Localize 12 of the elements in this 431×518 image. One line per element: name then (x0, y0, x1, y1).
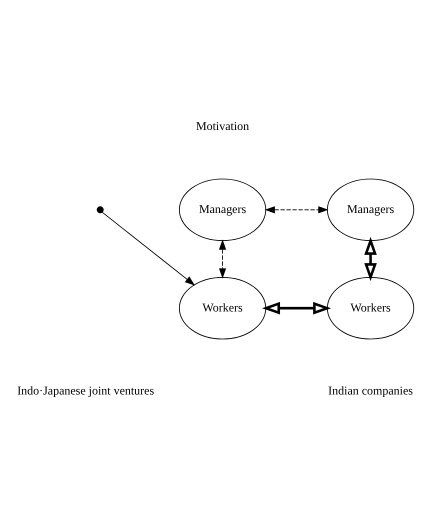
label: Motivation (196, 118, 250, 133)
arrow (218, 239, 226, 279)
arrow (264, 206, 329, 214)
node-ellipse: Workers (326, 276, 414, 340)
node-dot (96, 206, 104, 214)
node-ellipse: Managers (178, 178, 266, 242)
arrow (364, 236, 377, 282)
label: Indian companies (328, 383, 413, 398)
arrow (102, 212, 196, 286)
node-ellipse: Managers (326, 178, 414, 242)
arrow (262, 302, 332, 314)
label: Indo·Japanese joint ventures (17, 383, 154, 398)
